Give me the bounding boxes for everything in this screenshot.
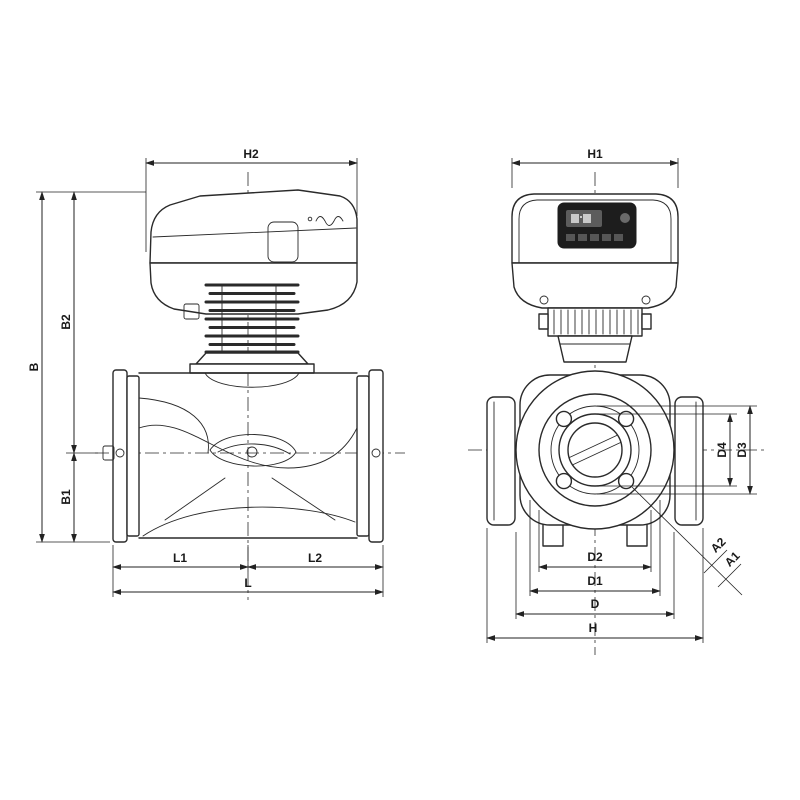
dim-label-d: D <box>591 597 600 611</box>
dim-label-d1: D1 <box>587 574 603 588</box>
dim-label-l2: L2 <box>308 551 322 565</box>
display-key <box>602 234 611 241</box>
left-flange-inner <box>126 375 140 537</box>
cable-gland <box>183 303 200 320</box>
dim-label-b1: B1 <box>59 489 73 505</box>
motor-head-side <box>149 189 358 320</box>
bolt-hole <box>617 410 635 428</box>
logo-mark <box>315 216 344 226</box>
head-screw <box>539 295 549 305</box>
right-port-flange <box>674 396 704 526</box>
dim-label-b2: B2 <box>59 314 73 330</box>
bolt-hole-leader <box>631 486 743 596</box>
left-port-flange <box>486 396 516 526</box>
left-flange-outer <box>112 369 128 543</box>
dim-label-a2: A2 <box>708 535 729 556</box>
dim-label-d3: D3 <box>735 442 749 458</box>
side-view: H2 B B2 B1 L1 L2 L <box>27 147 405 600</box>
control-display <box>557 202 637 249</box>
dim-label-b: B <box>27 362 41 371</box>
bolt-circle <box>550 405 640 495</box>
volute-pod <box>209 434 297 467</box>
pump-housing-front <box>486 370 704 547</box>
slot-line <box>572 442 621 466</box>
slot-line <box>569 434 618 458</box>
pump-neck-flange <box>189 363 315 374</box>
hub-circle <box>558 413 632 487</box>
motor-head-front <box>511 193 679 309</box>
cooling-fins-side <box>189 283 315 374</box>
dim-label-h1: H1 <box>587 147 603 161</box>
display-button <box>620 213 630 223</box>
dim-label-l: L <box>244 576 251 590</box>
display-key <box>578 234 587 241</box>
dim-label-d2: D2 <box>587 550 603 564</box>
display-key <box>590 234 599 241</box>
dim-label-d4: D4 <box>715 442 729 458</box>
head-screw <box>641 295 651 305</box>
flange-circle <box>538 393 652 507</box>
front-view: H1 D4 D3 A2 A1 D2 D1 <box>468 147 766 655</box>
terminal-fins-front <box>538 307 652 363</box>
dimensions-side: H2 B B2 B1 L1 L2 L <box>27 147 384 597</box>
right-flange-outer <box>368 369 384 543</box>
dim-label-h: H <box>589 621 598 635</box>
dim-label-l1: L1 <box>173 551 187 565</box>
bore-circle <box>567 422 623 478</box>
bolt-hole <box>555 472 573 490</box>
pump-body-side <box>102 369 384 543</box>
display-key <box>566 234 575 241</box>
display-key <box>614 234 623 241</box>
bolt-hole <box>555 410 573 428</box>
dim-label-h2: H2 <box>243 147 259 161</box>
flange-bolt <box>102 445 115 461</box>
right-flange-inner <box>356 375 370 537</box>
bolt-hole <box>617 472 635 490</box>
nameplate <box>267 221 299 263</box>
centerlines-side <box>95 172 405 600</box>
